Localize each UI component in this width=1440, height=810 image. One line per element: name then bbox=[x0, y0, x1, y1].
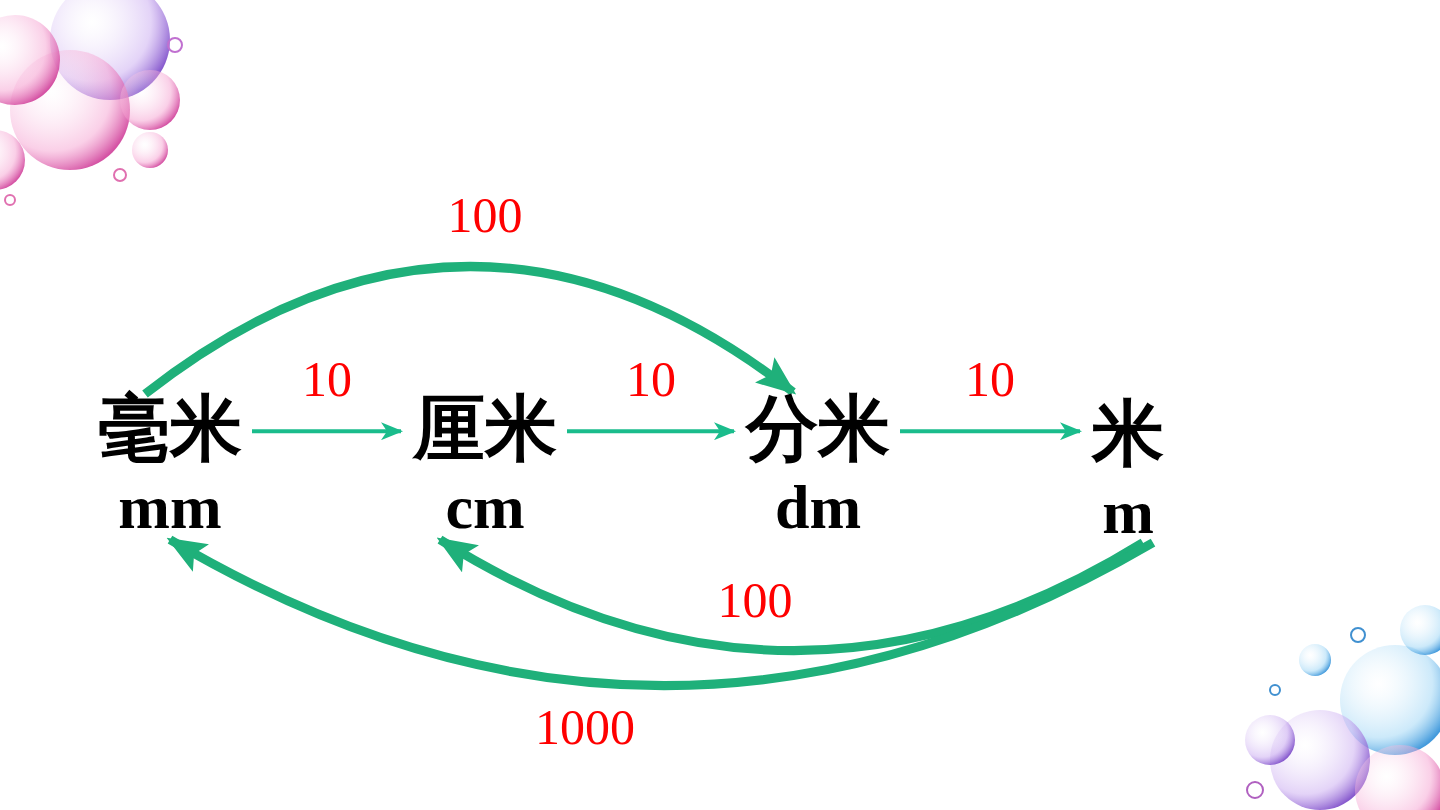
curved-arrow bbox=[440, 540, 1143, 651]
unit-node: 毫米mm bbox=[98, 386, 242, 544]
ratio-label: 100 bbox=[444, 190, 527, 240]
unit-symbol: cm bbox=[413, 472, 557, 543]
straight-arrow bbox=[900, 429, 1080, 433]
ratio-label: 10 bbox=[298, 354, 356, 404]
ratio-label: 10 bbox=[622, 354, 680, 404]
unit-name: 毫米 bbox=[98, 386, 242, 472]
curved-arrow bbox=[145, 266, 793, 394]
ratio-label: 10 bbox=[961, 354, 1019, 404]
unit-name: 厘米 bbox=[413, 386, 557, 472]
unit-symbol: dm bbox=[746, 472, 890, 543]
straight-arrow bbox=[252, 429, 401, 433]
unit-name: 米 bbox=[1092, 391, 1164, 477]
ratio-label: 100 bbox=[714, 575, 797, 625]
unit-name: 分米 bbox=[746, 386, 890, 472]
curved-arrow bbox=[170, 540, 1153, 686]
unit-symbol: m bbox=[1092, 477, 1164, 548]
unit-node: 分米dm bbox=[746, 386, 890, 544]
straight-arrow bbox=[567, 429, 734, 433]
unit-node: 米m bbox=[1092, 391, 1164, 549]
bubbles-top-left bbox=[0, 0, 182, 205]
unit-node: 厘米cm bbox=[413, 386, 557, 544]
bubbles-bottom-right bbox=[1245, 605, 1440, 810]
ratio-label: 1000 bbox=[531, 702, 639, 752]
unit-symbol: mm bbox=[98, 472, 242, 543]
